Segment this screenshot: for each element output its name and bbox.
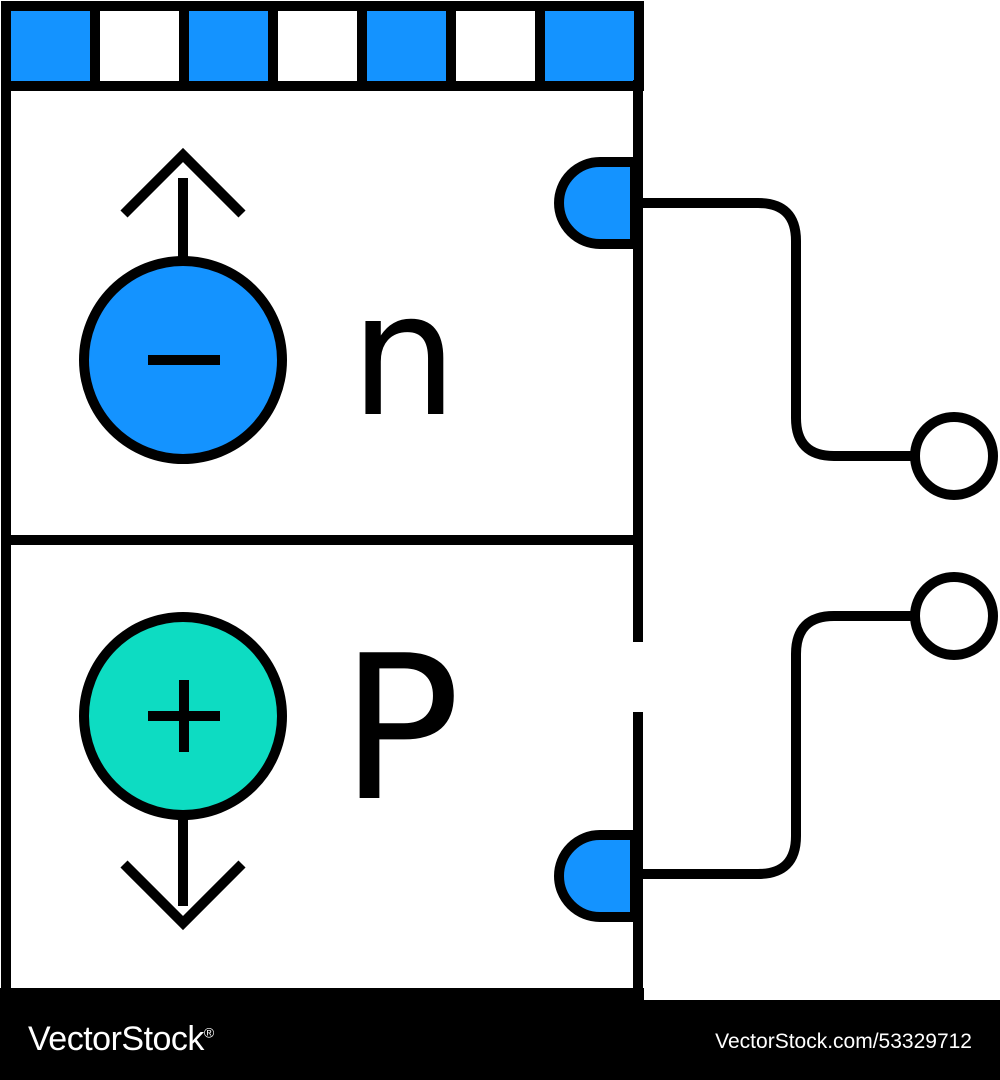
stripe-cell bbox=[268, 1, 367, 91]
pn-junction-diagram: n P bbox=[0, 1, 998, 1000]
hole-group bbox=[79, 612, 287, 931]
top-stripe bbox=[1, 1, 644, 91]
n-region-label: n bbox=[350, 257, 458, 455]
image-reference: VectorStock.com/53329712 bbox=[715, 1030, 972, 1053]
bottom-contact bbox=[554, 830, 640, 922]
stripe-cell bbox=[90, 1, 189, 91]
stripe-cell bbox=[357, 1, 456, 91]
arrow-up-icon bbox=[120, 147, 246, 218]
electron-group bbox=[79, 147, 287, 464]
top-contact bbox=[554, 157, 640, 249]
stripe-cell bbox=[179, 1, 278, 91]
bottom-wire bbox=[638, 611, 916, 879]
top-terminal bbox=[910, 412, 998, 500]
stripe-cell bbox=[1, 1, 100, 91]
brand-name: VectorStock® bbox=[28, 1020, 214, 1058]
frame-bottom bbox=[0, 988, 644, 1000]
arrow-down-icon bbox=[120, 860, 246, 931]
top-wire bbox=[638, 198, 916, 461]
p-region-label: P bbox=[340, 613, 461, 846]
stripe-cell bbox=[446, 1, 545, 91]
stripe-cell bbox=[535, 1, 644, 91]
watermark-footer: VectorStock® VectorStock.com/53329712 bbox=[0, 1000, 1000, 1080]
bottom-terminal bbox=[910, 572, 998, 660]
